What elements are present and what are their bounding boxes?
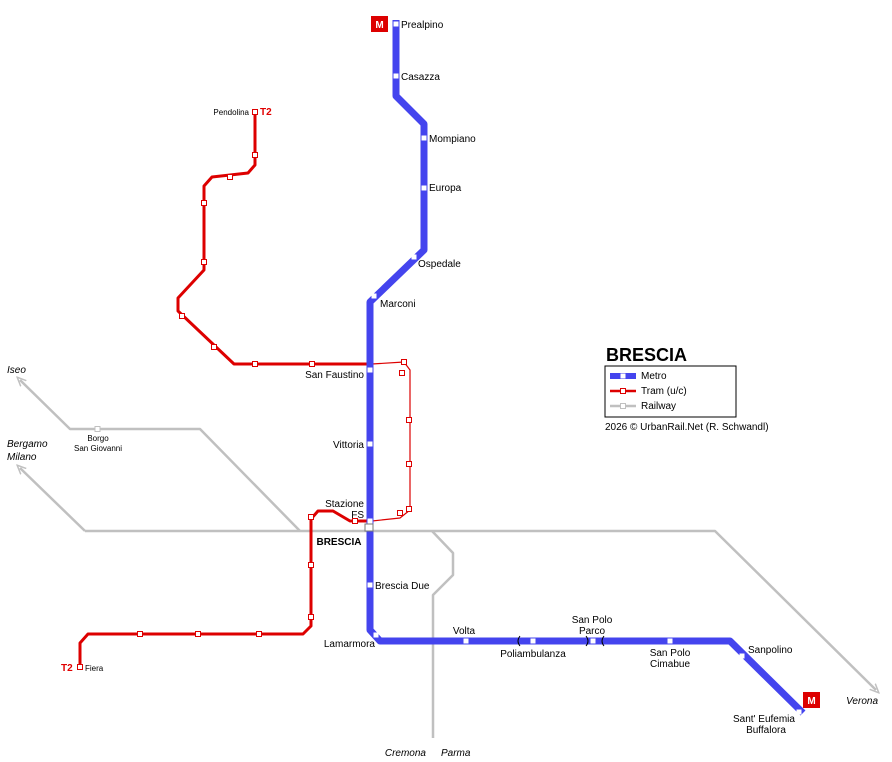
tram-line-t2 — [78, 112, 411, 667]
rail-station-borgo-line2: San Giovanni — [74, 444, 122, 453]
metro-badge-north-label: M — [375, 20, 383, 31]
railway-milano — [20, 468, 86, 532]
station-stazione-fs-line2: FS — [351, 510, 364, 521]
station-ospedale: Ospedale — [418, 259, 461, 270]
metro-line — [366, 20, 806, 716]
tunnel-portals — [517, 635, 605, 647]
rail-station-borgo — [94, 426, 101, 432]
station-sanpolino: Sanpolino — [748, 645, 793, 656]
station-san-polo-cimabue-line1: San Polo — [650, 648, 691, 659]
station-brescia-due: Brescia Due — [375, 581, 430, 592]
legend-metro: Metro — [641, 371, 667, 382]
destinations: Iseo Bergamo Milano Cremona Parma Verona — [7, 365, 878, 759]
metro-badge-south: M — [803, 692, 820, 708]
railway-cremona — [431, 530, 455, 738]
station-casazza: Casazza — [401, 72, 440, 83]
dest-iseo: Iseo — [7, 365, 26, 376]
metro-stations — [367, 21, 802, 715]
station-vittoria: Vittoria — [333, 440, 364, 451]
dest-cremona: Cremona — [385, 748, 427, 759]
legend-railway: Railway — [641, 401, 676, 412]
railway-lines — [20, 380, 876, 738]
metro-badge-south-label: M — [807, 696, 815, 707]
tram-south-branch — [78, 509, 372, 667]
dest-milano: Milano — [7, 452, 37, 463]
station-santeufemia-line1: Sant' Eufemia — [733, 714, 795, 725]
dest-parma: Parma — [441, 748, 471, 759]
copyright: 2026 © UrbanRail.Net (R. Schwandl) — [605, 422, 769, 433]
station-san-polo-cimabue-line2: Cimabue — [650, 659, 690, 670]
station-mompiano: Mompiano — [429, 134, 476, 145]
station-san-faustino: San Faustino — [305, 370, 364, 381]
map-title: BRESCIA — [606, 345, 687, 365]
tram-badge-north: T2 — [260, 107, 272, 118]
rail-station-borgo-line1: Borgo — [87, 434, 109, 443]
metro-station-labels: Prealpino Casazza Mompiano Europa Ospeda… — [305, 20, 795, 736]
legend: Metro Tram (u/c) Railway — [604, 365, 737, 418]
station-volta: Volta — [453, 626, 476, 637]
station-stazione-fs-line1: Stazione — [325, 499, 364, 510]
tram-stops — [77, 109, 412, 670]
station-san-polo-parco-line1: San Polo — [572, 615, 613, 626]
dest-verona: Verona — [846, 696, 878, 707]
station-san-polo-parco-line2: Parco — [579, 626, 606, 637]
tram-station-pendolina: Pendolina — [213, 108, 249, 117]
station-prealpino: Prealpino — [401, 20, 444, 31]
station-santeufemia-line2: Buffalora — [746, 725, 786, 736]
legend-tram: Tram (u/c) — [641, 386, 687, 397]
city-center-label: BRESCIA — [316, 537, 361, 548]
stazione-fs-interchange — [364, 523, 374, 532]
tram-badge-south: T2 — [61, 663, 73, 674]
station-lamarmora: Lamarmora — [324, 639, 376, 650]
tram-station-fiera: Fiera — [85, 664, 104, 673]
railway-main — [85, 529, 876, 690]
station-poliambulanza: Poliambulanza — [500, 649, 566, 660]
station-marconi: Marconi — [380, 299, 416, 310]
metro-badge-north: M — [371, 16, 388, 32]
dest-bergamo: Bergamo — [7, 439, 48, 450]
tram-north-branch — [176, 112, 372, 366]
railway-iseo — [20, 380, 301, 532]
tram-loop — [371, 361, 411, 522]
station-europa: Europa — [429, 183, 462, 194]
